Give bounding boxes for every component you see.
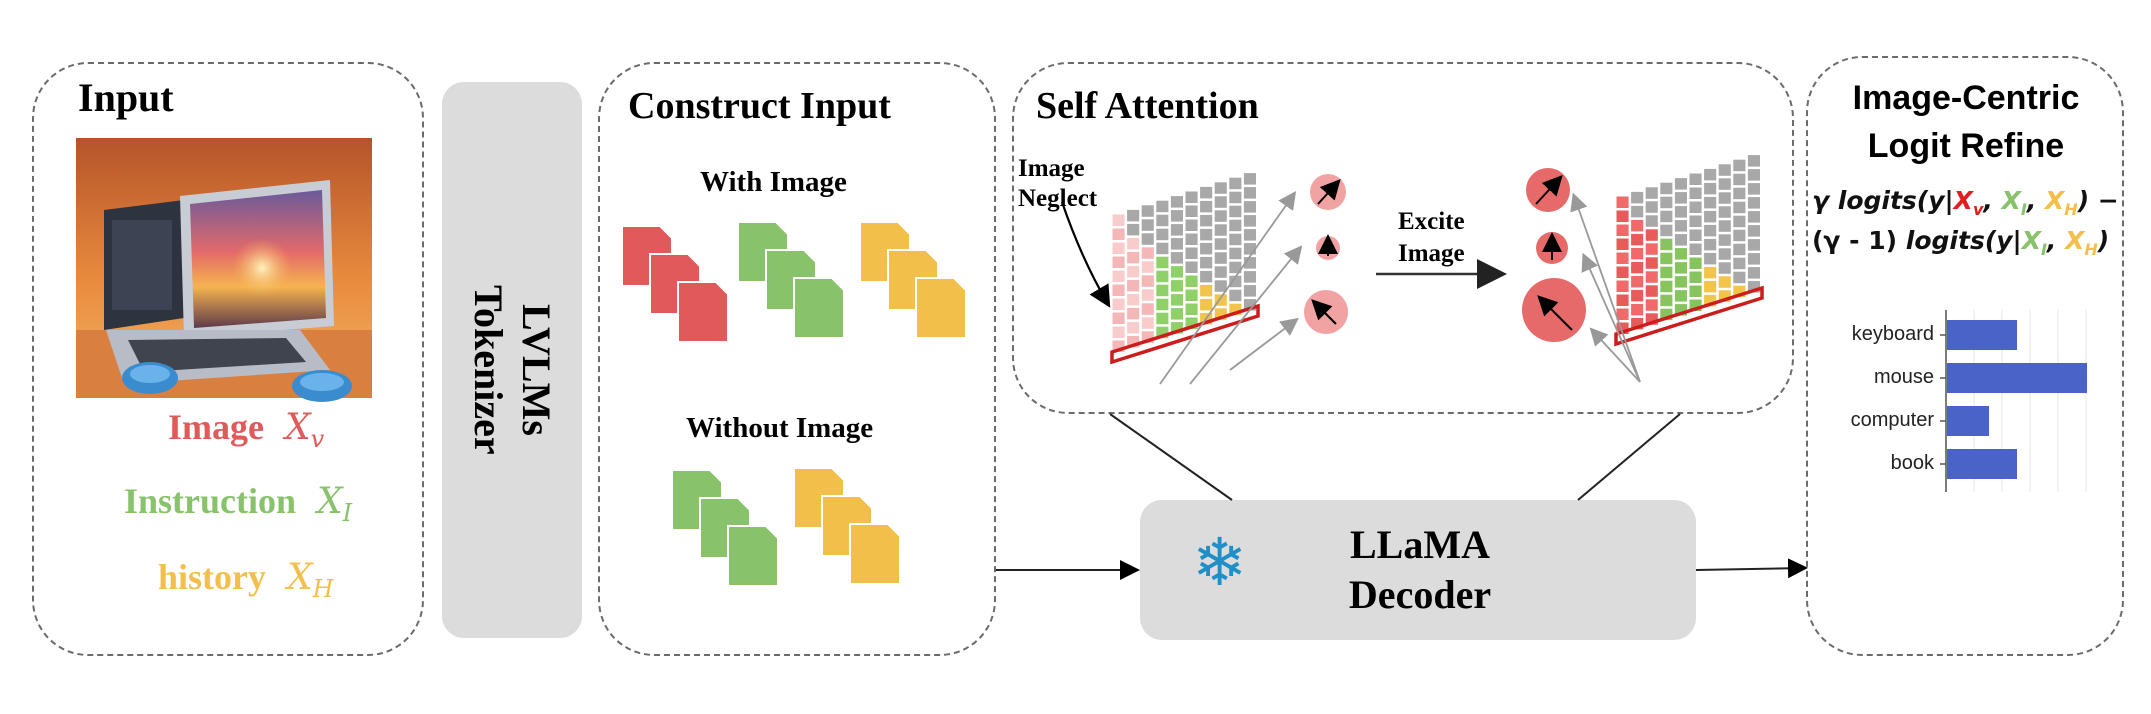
self-attention-panel	[1012, 62, 1794, 414]
bar-label-book: book	[1890, 452, 1934, 474]
logit-refine-panel	[1806, 56, 2124, 656]
instruction-label: Instruction XI	[124, 481, 353, 528]
formula-line-1: γ logits(y|Xv, XI, XH) −	[1812, 186, 2119, 219]
self-attention-title: Self Attention	[1036, 85, 1259, 127]
bar-label-computer: computer	[1850, 409, 1934, 431]
tokenizer-block	[442, 82, 582, 638]
input-title: Input	[78, 75, 174, 120]
bar-label-mouse: mouse	[1873, 366, 1934, 388]
formula-line-2: (γ - 1) logits(y|XI, XH)	[1812, 226, 2110, 259]
with-image-label: With Image	[700, 166, 847, 198]
logit-refine-title: Image-Centric Logit Refine	[1852, 79, 2080, 165]
decoder-label: LLaMA Decoder	[1348, 522, 1492, 617]
history-label: history XH	[158, 557, 334, 604]
input-panel	[32, 62, 424, 656]
llama-decoder-block	[1140, 500, 1696, 640]
construct-input-title: Construct Input	[628, 85, 891, 127]
construct-input-panel	[598, 62, 996, 656]
bar-label-keyboard: keyboard	[1851, 323, 1934, 345]
without-image-label: Without Image	[686, 412, 874, 444]
tokenizer-label: LVLMs Tokenizer	[466, 285, 559, 455]
snowflake-icon: ❄	[1192, 524, 1248, 601]
image-neglect-label: Image Neglect	[1018, 155, 1098, 212]
excite-image-label: Excite Image	[1398, 208, 1465, 267]
image-label: Image Xv	[168, 407, 325, 454]
